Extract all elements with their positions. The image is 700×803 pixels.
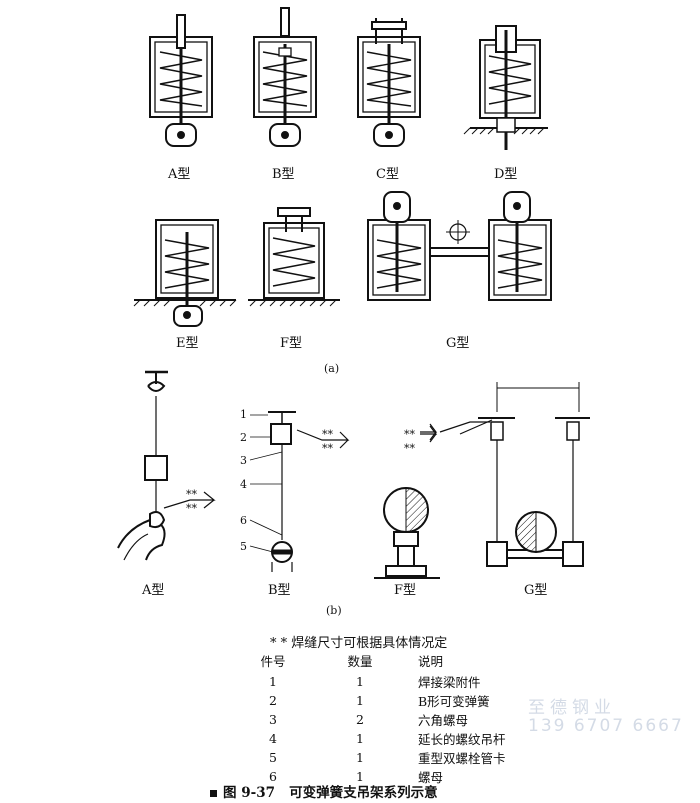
table-row: 2 1 B形可变弹簧 xyxy=(232,691,618,710)
type-g-spring-unit xyxy=(367,191,552,301)
label-type-f: F型 xyxy=(280,336,302,351)
cell-qty: 1 xyxy=(356,674,364,689)
watermark-phone: 139 6707 6667 xyxy=(528,716,684,736)
fig-b-type-f-assembly xyxy=(374,421,490,579)
table-row: 1 1 焊接梁附件 xyxy=(232,672,618,691)
weld-mark-g-1: ** xyxy=(404,428,416,441)
header-part-no: 件号 xyxy=(260,654,286,669)
table-header-row: 件号 数量 说明 xyxy=(232,651,618,672)
cell-no: 6 xyxy=(269,769,277,784)
cell-no: 3 xyxy=(269,712,277,727)
cell-qty: 1 xyxy=(356,731,364,746)
cell-desc: 焊接梁附件 xyxy=(418,675,481,690)
weld-mark-g-2: ** xyxy=(404,442,416,455)
fig-b-type-b-assembly xyxy=(249,411,350,572)
table-row: 3 2 六角螺母 xyxy=(232,710,618,729)
type-d-spring-unit xyxy=(463,25,548,150)
table-row: 4 1 延长的螺纹吊杆 xyxy=(232,729,618,748)
caption-text: 可变弹簧支吊架系列示意 xyxy=(289,785,438,801)
part-number-4: 4 xyxy=(240,478,247,491)
weld-mark-b-2: ** xyxy=(322,442,334,455)
label-type-e: E型 xyxy=(176,336,199,351)
header-quantity: 数量 xyxy=(347,654,373,669)
type-a-spring-unit xyxy=(149,14,213,147)
cell-no: 2 xyxy=(269,693,277,708)
cell-desc: 六角螺母 xyxy=(418,713,469,728)
sublabel-a: (a) xyxy=(324,362,339,375)
label-type-a: A型 xyxy=(167,167,190,182)
caption-bullet-icon xyxy=(210,790,217,797)
label-b-type-a: A型 xyxy=(141,583,164,598)
cell-qty: 1 xyxy=(356,769,364,784)
table-row: 6 1 螺母 xyxy=(232,767,618,786)
label-b-type-f: F型 xyxy=(394,583,416,598)
sublabel-b: (b) xyxy=(326,604,342,617)
label-type-d: D型 xyxy=(494,167,517,182)
caption-number: 图 9-37 xyxy=(223,785,275,801)
part-number-5: 5 xyxy=(240,540,247,553)
label-b-type-g: G型 xyxy=(524,583,547,598)
label-type-b: B型 xyxy=(272,167,295,182)
weld-mark-a-2: ** xyxy=(186,502,198,515)
watermark-company: 至德钢业 xyxy=(528,698,616,718)
cell-no: 4 xyxy=(269,731,277,746)
part-number-1: 1 xyxy=(240,408,247,421)
type-c-spring-unit xyxy=(357,18,421,147)
cell-no: 1 xyxy=(269,674,277,689)
label-b-type-b: B型 xyxy=(268,583,291,598)
table-row: 5 1 重型双螺栓管卡 xyxy=(232,748,618,767)
fig-b-type-a-assembly xyxy=(117,370,216,561)
cell-qty: 1 xyxy=(356,693,364,708)
cell-qty: 1 xyxy=(356,750,364,765)
type-e-spring-unit xyxy=(133,219,237,327)
part-number-3: 3 xyxy=(240,454,247,467)
cell-desc: 重型双螺栓管卡 xyxy=(418,751,506,766)
header-description: 说明 xyxy=(418,654,444,669)
figure-caption: 图 9-37 可变弹簧支吊架系列示意 xyxy=(210,781,438,801)
type-f-spring-unit xyxy=(248,207,340,307)
cell-desc: 螺母 xyxy=(418,770,444,785)
cell-no: 5 xyxy=(269,750,277,765)
part-number-6: 6 xyxy=(240,514,247,527)
part-number-2: 2 xyxy=(240,431,247,444)
weld-note: * * 焊缝尺寸可根据具体情况定 xyxy=(270,636,448,651)
cell-desc: 延长的螺纹吊杆 xyxy=(418,732,506,747)
label-type-g: G型 xyxy=(446,336,469,351)
label-type-c: C型 xyxy=(376,167,399,182)
cell-desc: B形可变弹簧 xyxy=(418,694,490,709)
weld-mark-a-1: ** xyxy=(186,488,198,501)
cell-qty: 2 xyxy=(356,712,364,727)
type-b-spring-unit xyxy=(253,7,317,147)
weld-mark-b-1: ** xyxy=(322,428,334,441)
fig-b-type-g-assembly xyxy=(420,382,590,567)
